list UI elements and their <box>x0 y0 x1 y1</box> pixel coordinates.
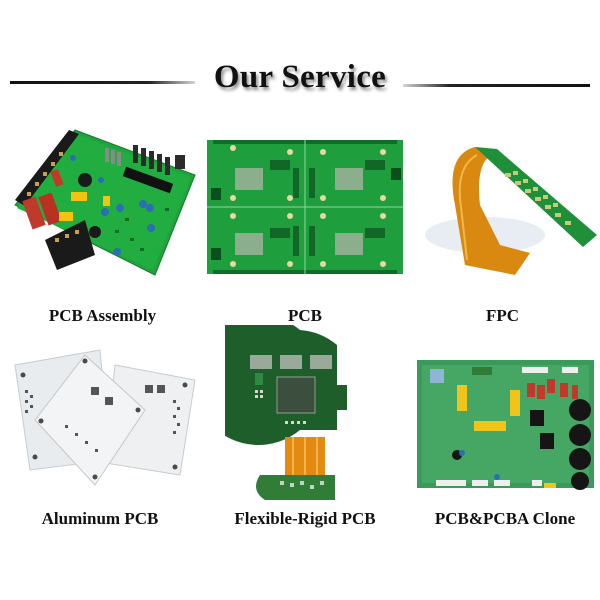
service-card-fpc[interactable] <box>405 135 600 280</box>
page-title: Our Service <box>213 59 387 95</box>
pcba-clone-board-image <box>417 360 594 490</box>
service-card-flexible-rigid-pcb[interactable] <box>225 325 375 505</box>
header-rule-left <box>10 81 195 84</box>
section-header: Our Service <box>0 55 600 105</box>
header-rule-right <box>403 84 590 87</box>
aluminum-pcb-image <box>14 349 196 486</box>
pcb-assembly-board-image <box>14 129 196 276</box>
service-label-pcba-clone: PCB&PCBA Clone <box>434 509 576 528</box>
service-label-fpc: FPC <box>485 306 520 325</box>
flex-rigid-pcb-image <box>225 325 347 500</box>
service-label-aluminum-pcb: Aluminum PCB <box>41 509 159 528</box>
service-card-aluminum-pcb[interactable] <box>5 345 205 495</box>
flexible-printed-circuit-image <box>425 147 597 275</box>
bare-pcb-panel-image <box>207 140 403 274</box>
service-card-pcb-assembly[interactable] <box>5 120 200 280</box>
service-label-pcb-assembly: PCB Assembly <box>48 306 157 325</box>
service-card-pcb[interactable] <box>205 138 405 278</box>
service-label-flexible-rigid-pcb: Flexible-Rigid PCB <box>234 509 376 528</box>
service-label-pcb: PCB <box>288 306 322 325</box>
service-card-pcba-clone[interactable] <box>412 355 597 495</box>
